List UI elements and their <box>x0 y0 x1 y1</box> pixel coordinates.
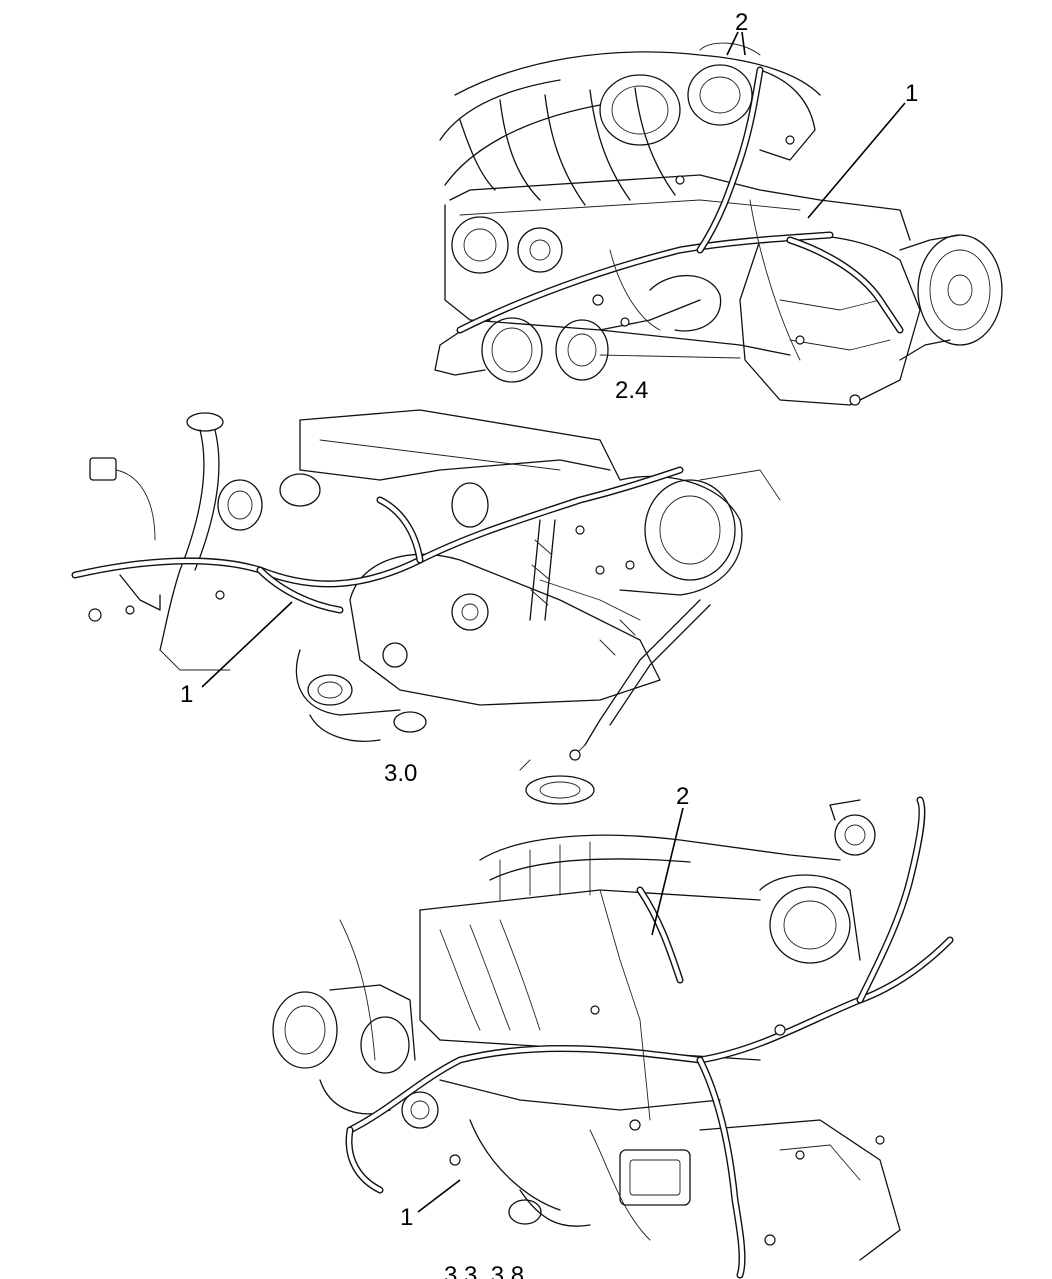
leader-line-2b-engine-2-4 <box>741 31 746 56</box>
leader-line-1-engine-2-4 <box>807 102 906 219</box>
engine-variant-label-3-3-3-8: 3.3, 3.8 <box>444 1262 524 1279</box>
callout-2-engine-3-3-3-8: 2 <box>676 783 689 810</box>
leader-line-1-engine-3-3-3-8 <box>417 1179 461 1213</box>
engine-3-3-3-8-illustration <box>272 796 954 1279</box>
leader-line-1-engine-3-0 <box>201 601 293 688</box>
callout-1-engine-3-0: 1 <box>180 681 193 708</box>
engine-variant-label-2-4: 2.4 <box>615 377 648 404</box>
engine-3-0-illustration <box>71 409 781 805</box>
callout-1-engine-2-4: 1 <box>905 80 918 107</box>
callout-2-engine-2-4: 2 <box>735 9 748 36</box>
leader-line-2-engine-3-3-3-8 <box>651 807 684 936</box>
leader-line-2a-engine-2-4 <box>726 31 739 56</box>
engine-variant-label-3-0: 3.0 <box>384 760 417 787</box>
callout-1-engine-3-3-3-8: 1 <box>400 1204 413 1231</box>
engine-2-4-illustration <box>434 42 1003 406</box>
